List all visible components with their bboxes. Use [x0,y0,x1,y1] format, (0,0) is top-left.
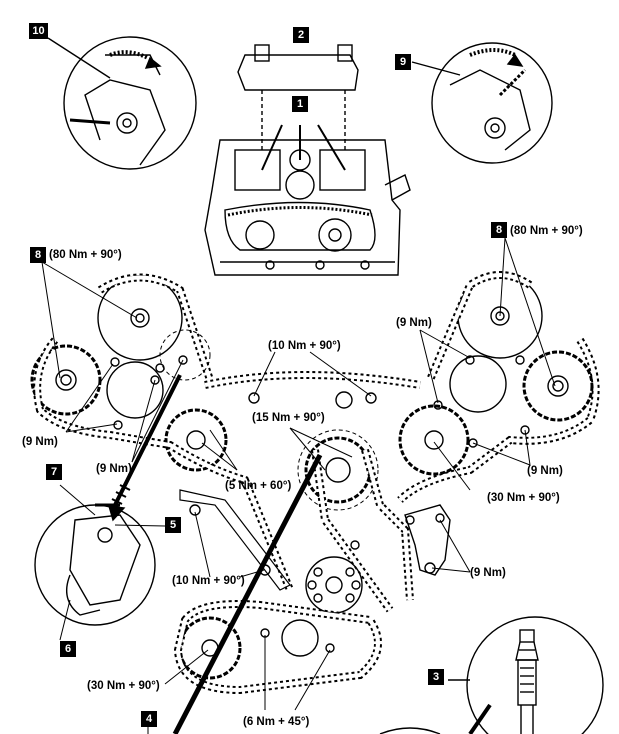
callout-5: 5 [165,517,181,533]
callout-8-left: 8 [30,247,46,263]
torque-idler-center: (15 Nm + 90°) [252,412,325,424]
torque-right-cam-bolt: (80 Nm + 90°) [510,225,583,237]
tensioner-bracket [404,504,451,576]
detail-tensioner-circle [34,374,182,626]
left-exhaust-sprocket [30,344,164,419]
right-timing-chain [397,271,600,503]
torque-lower-rail: (6 Nm + 45°) [243,716,310,728]
torque-right-idler: (30 Nm + 90°) [487,492,560,504]
torque-right-cover-upper: (9 Nm) [396,317,432,329]
tool-rod [172,453,323,734]
detail-10-circle [47,36,197,170]
callout-3: 3 [428,669,444,685]
torque-left-cover-lower: (9 Nm) [22,436,58,448]
leader-lines [41,237,556,734]
torque-tensioner-bracket: (9 Nm) [470,567,506,579]
torque-right-cover-lower: (9 Nm) [527,465,563,477]
detail-9-circle [411,42,553,164]
torque-top-guide: (10 Nm + 90°) [268,340,341,352]
detail-3-circle [379,616,604,734]
torque-lower-guide: (10 Nm + 90°) [172,575,245,587]
lower-sprocket [178,616,319,680]
right-idler-sprocket [398,404,470,476]
callout-6: 6 [60,641,76,657]
right-exhaust-sprocket [449,350,594,422]
intermediate-sprocket [305,556,363,614]
lower-guide-rail [179,489,291,591]
callout-9: 9 [395,54,411,70]
left-timing-chain [33,273,294,592]
torque-left-cam-bolt: (80 Nm + 90°) [49,249,122,261]
torque-left-idler: (5 Nm + 60°) [225,480,292,492]
callout-4: 4 [141,711,157,727]
callout-10: 10 [29,23,48,39]
left-idler-sprocket [164,408,228,472]
cylinder-head-illustration [204,44,411,276]
callout-2: 2 [293,27,309,43]
torque-left-cover-mid: (9 Nm) [96,463,132,475]
callout-7: 7 [46,464,62,480]
torque-lower-sprocket: (30 Nm + 90°) [87,680,160,692]
callout-1: 1 [292,96,308,112]
callout-8-right: 8 [491,222,507,238]
